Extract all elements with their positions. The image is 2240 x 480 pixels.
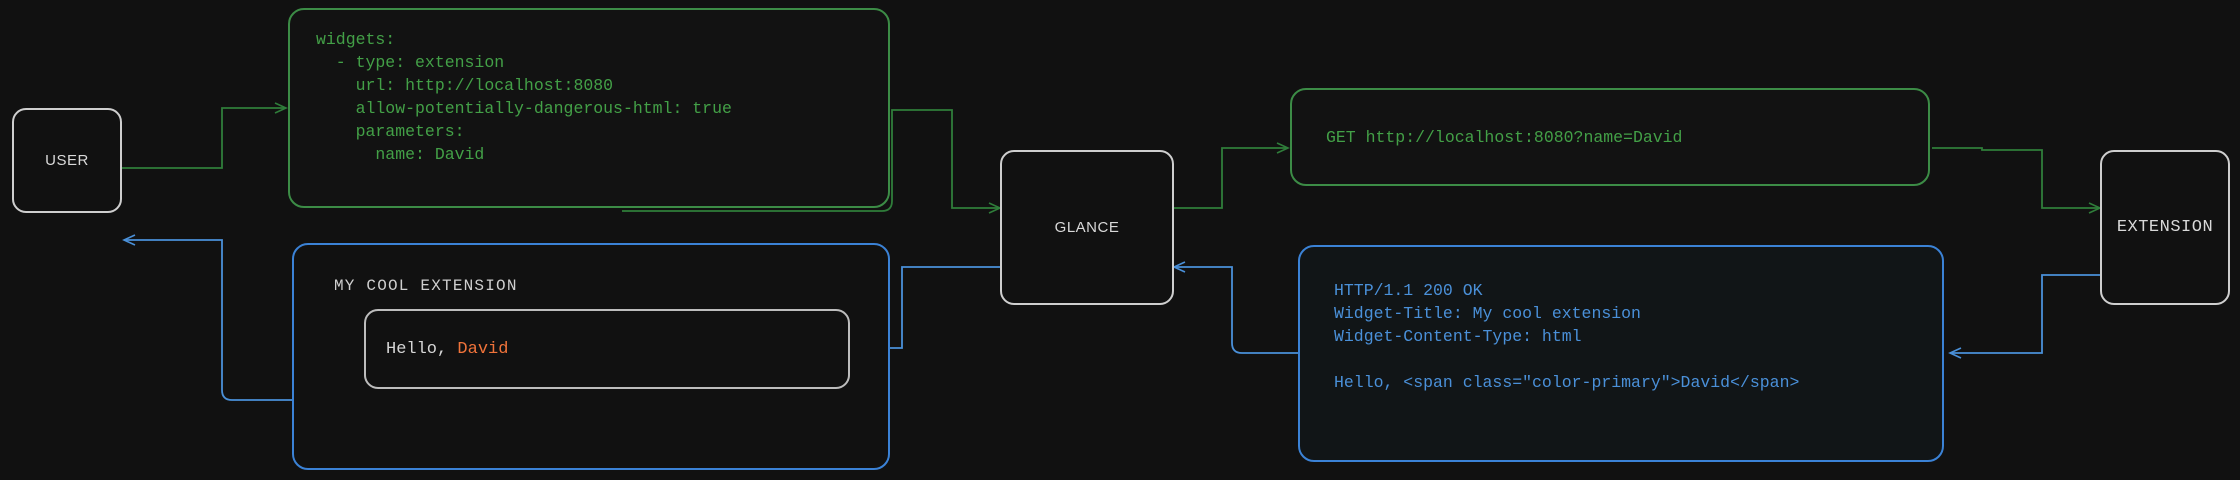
config-line: name: David [316, 145, 485, 164]
edge-user-to-config [122, 102, 288, 169]
response-line-blank [1326, 348, 1916, 371]
node-user-label: USER [45, 152, 89, 169]
rendered-extension-widget: MY COOL EXTENSION Hello, David [292, 243, 890, 470]
http-get-request: GET http://localhost:8080?name=David [1290, 88, 1930, 186]
config-line: allow-potentially-dangerous-html: true [316, 99, 732, 118]
config-line: widgets: [316, 30, 396, 49]
widget-name-accent: David [457, 339, 509, 359]
widget-title: MY COOL EXTENSION [334, 277, 518, 295]
node-user[interactable]: USER [12, 108, 122, 213]
edge-glance-to-request [1174, 142, 1290, 209]
node-glance-label: GLANCE [1054, 219, 1120, 236]
http-response: HTTP/1.1 200 OK Widget-Title: My cool ex… [1298, 245, 1944, 462]
glance-yaml-config: widgets: - type: extension url: http://l… [288, 8, 890, 208]
node-glance[interactable]: GLANCE [1000, 150, 1174, 305]
config-line: parameters: [316, 122, 465, 141]
edge-extension-to-response [1948, 274, 2100, 359]
node-extension[interactable]: EXTENSION [2100, 150, 2230, 305]
widget-card: Hello, David [364, 309, 850, 389]
edge-widget-to-user [122, 234, 292, 401]
edge-response-to-glance [1172, 261, 1300, 354]
config-line: url: http://localhost:8080 [316, 76, 614, 95]
widget-greeting: Hello, [386, 339, 458, 359]
response-line: Widget-Title: My cool extension [1334, 304, 1641, 323]
response-line: Hello, <span class="color-primary">David… [1334, 373, 1800, 392]
request-line: GET http://localhost:8080?name=David [1326, 127, 1683, 147]
response-line: HTTP/1.1 200 OK [1334, 281, 1483, 300]
config-line: - type: extension [316, 53, 505, 72]
widget-card-text: Hello, David [386, 340, 508, 359]
response-line: Widget-Content-Type: html [1334, 327, 1582, 346]
node-extension-label: EXTENSION [2116, 218, 2214, 237]
edge-request-to-extension [1932, 147, 2102, 214]
